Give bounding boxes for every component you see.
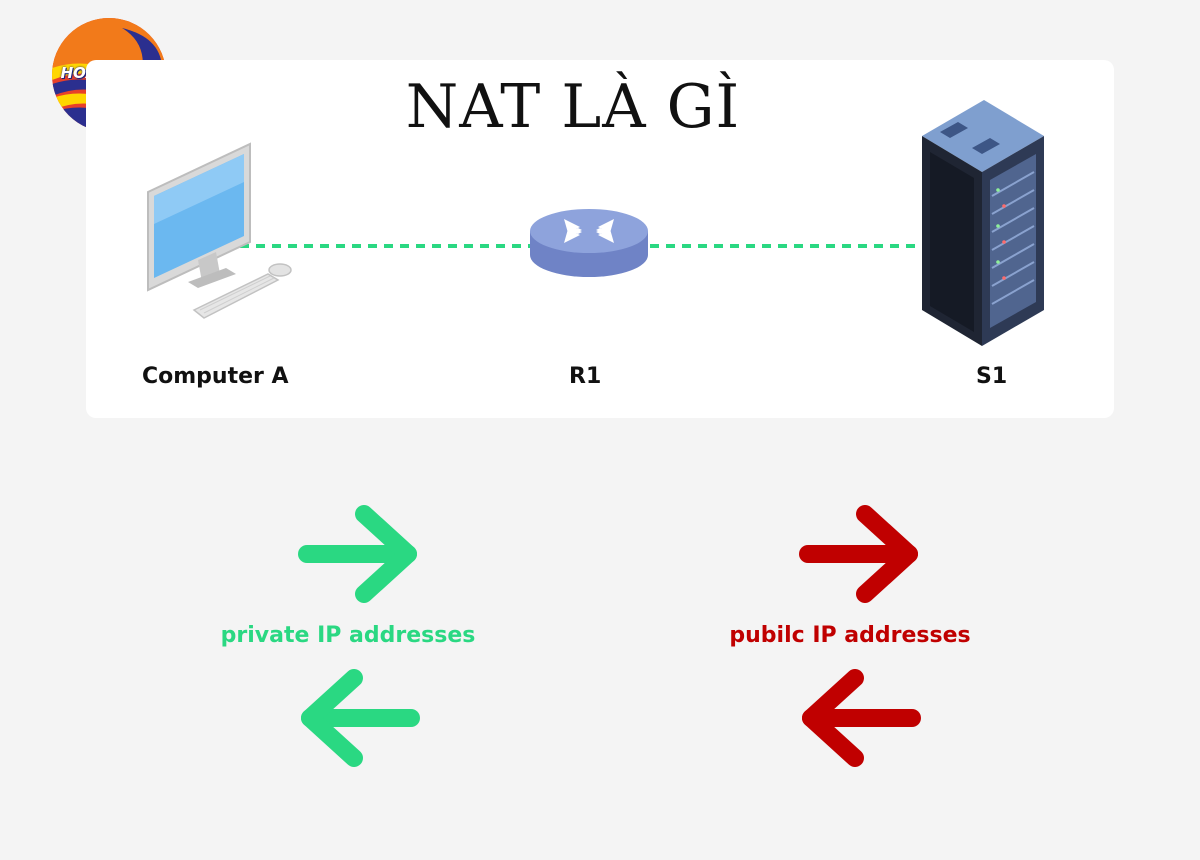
arrow-right-icon [298, 505, 417, 603]
router-icon [530, 209, 648, 277]
private-ip-label: private IP addresses [220, 623, 476, 648]
page-title: NAT LÀ GÌ [405, 72, 741, 142]
arrow-left-icon [301, 669, 420, 767]
node-label-r1: R1 [569, 364, 602, 389]
server-rack-icon [922, 100, 1044, 346]
network-links [240, 244, 922, 248]
desktop-computer-icon [147, 142, 292, 319]
public-ip-label: pubilc IP addresses [729, 623, 971, 648]
node-label-s1: S1 [976, 364, 1008, 389]
arrow-left-icon [802, 669, 921, 767]
node-label-computer-a: Computer A [142, 364, 289, 389]
arrow-right-icon [799, 505, 918, 603]
